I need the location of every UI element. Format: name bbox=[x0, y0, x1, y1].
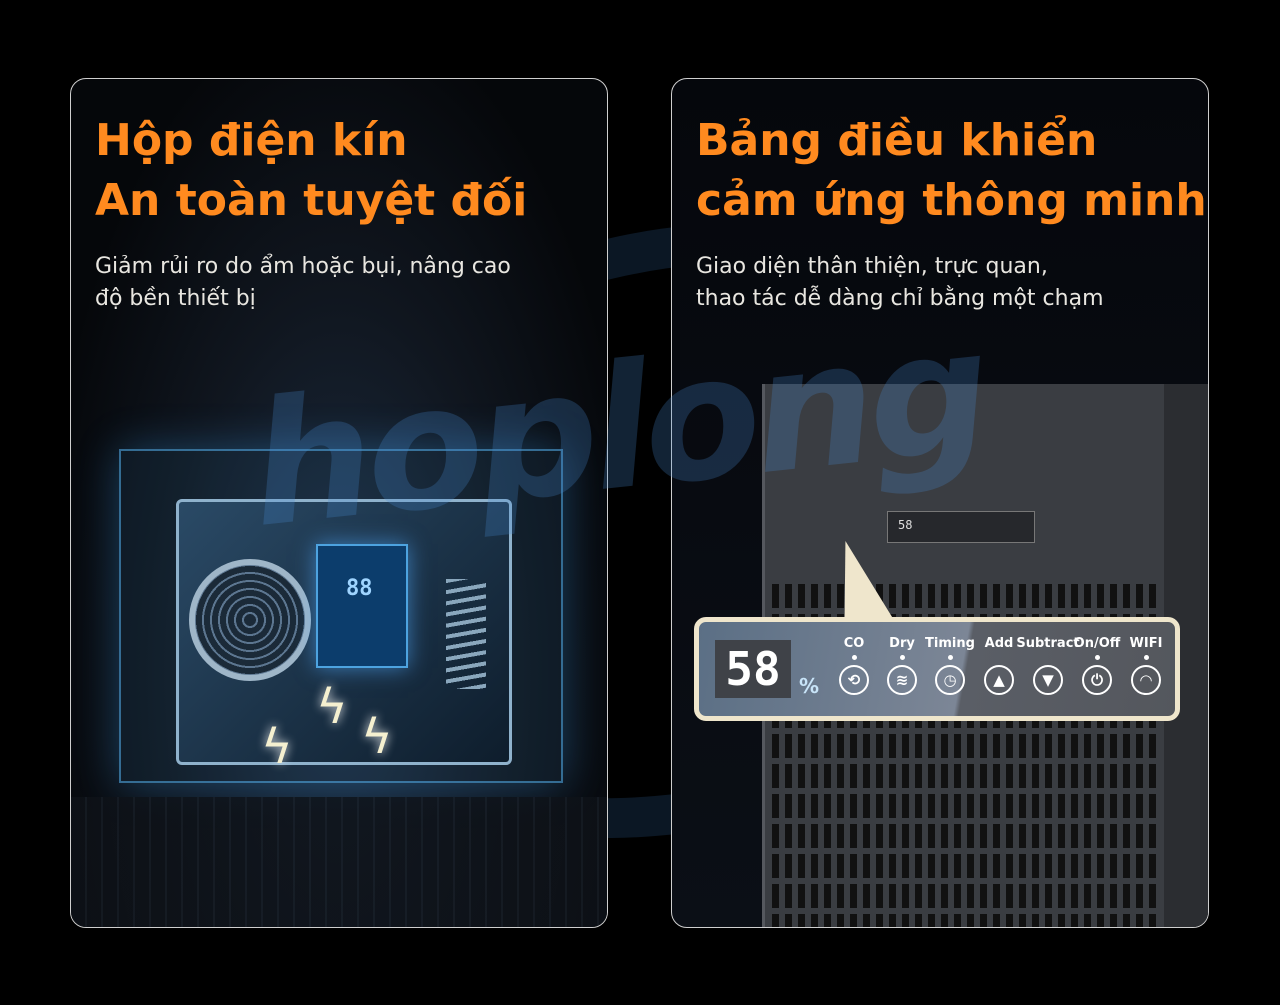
box-display-digits: 88 bbox=[346, 576, 373, 601]
unit-control-strip: 58 bbox=[887, 511, 1035, 543]
card-title: Hộp điện kín An toàn tuyệt đối bbox=[95, 111, 527, 231]
power-button[interactable]: On/Off ⏻ bbox=[1067, 636, 1127, 695]
control-panel-zoom: 58 % CO ⟲ Dry ≋ Timing ◷ Add ▲ Subtract ▼ On/… bbox=[694, 617, 1180, 721]
description-line: Giảm rủi ro do ẩm hoặc bụi, nâng cao bbox=[95, 254, 511, 279]
button-label: On/Off bbox=[1073, 636, 1121, 651]
subtract-button[interactable]: Subtract ▼ bbox=[1016, 636, 1080, 695]
heat-waves-icon: ≋ bbox=[887, 665, 917, 695]
button-label: Subtract bbox=[1016, 636, 1080, 651]
button-label: Timing bbox=[925, 636, 975, 651]
button-label: Dry bbox=[889, 636, 915, 651]
fan-icon bbox=[189, 559, 311, 681]
dry-button[interactable]: Dry ≋ bbox=[872, 636, 932, 695]
card-description: Giao diện thân thiện, trực quan, thao tá… bbox=[696, 251, 1104, 315]
indicator-dot bbox=[1143, 655, 1149, 660]
title-line: cảm ứng thông minh bbox=[696, 175, 1207, 226]
co-button[interactable]: CO ⟲ bbox=[824, 636, 884, 695]
indicator-dot bbox=[899, 655, 905, 660]
box-display: 88 bbox=[316, 544, 408, 668]
chevron-down-icon: ▼ bbox=[1033, 665, 1063, 695]
chevron-up-icon: ▲ bbox=[984, 665, 1014, 695]
box-vents bbox=[446, 579, 486, 689]
card-description: Giảm rủi ro do ẩm hoặc bụi, nâng cao độ … bbox=[95, 251, 511, 315]
circuit-floor bbox=[71, 797, 607, 927]
description-line: Giao diện thân thiện, trực quan, bbox=[696, 254, 1048, 279]
title-line: Bảng điều khiển bbox=[696, 115, 1098, 166]
feature-card-control-panel: 58 58 % CO ⟲ Dry ≋ Timing ◷ Add ▲ Subtract ▼ … bbox=[671, 78, 1209, 928]
power-icon: ⏻ bbox=[1082, 665, 1112, 695]
cycle-icon: ⟲ bbox=[839, 665, 869, 695]
lightning-icon: ϟ bbox=[316, 679, 348, 735]
indicator-dot bbox=[947, 655, 953, 660]
lightning-icon: ϟ bbox=[261, 719, 293, 775]
card-title: Bảng điều khiển cảm ứng thông minh bbox=[696, 111, 1207, 231]
button-label: CO bbox=[843, 636, 865, 651]
lightning-icon: ϟ bbox=[361, 709, 393, 765]
clock-icon: ◷ bbox=[935, 665, 965, 695]
indicator-dot bbox=[851, 655, 857, 660]
add-button[interactable]: Add ▲ bbox=[969, 636, 1029, 695]
indicator-dot bbox=[1094, 655, 1100, 660]
title-line: Hộp điện kín bbox=[95, 115, 408, 166]
button-label: WIFI bbox=[1129, 636, 1163, 651]
humidity-display: 58 bbox=[715, 640, 791, 698]
description-line: độ bền thiết bị bbox=[95, 286, 256, 311]
mini-display: 58 bbox=[898, 518, 913, 532]
button-label: Add bbox=[984, 636, 1014, 651]
timing-button[interactable]: Timing ◷ bbox=[920, 636, 980, 695]
wifi-icon: ◠ bbox=[1131, 665, 1161, 695]
feature-card-sealed-box: 88 ϟ ϟ ϟ Hộp điện kín An toàn tuyệt đối … bbox=[70, 78, 608, 928]
wifi-button[interactable]: WIFI ◠ bbox=[1116, 636, 1176, 695]
humidity-unit: % bbox=[799, 674, 820, 698]
description-line: thao tác dễ dàng chỉ bằng một chạm bbox=[696, 286, 1104, 311]
title-line: An toàn tuyệt đối bbox=[95, 175, 528, 226]
